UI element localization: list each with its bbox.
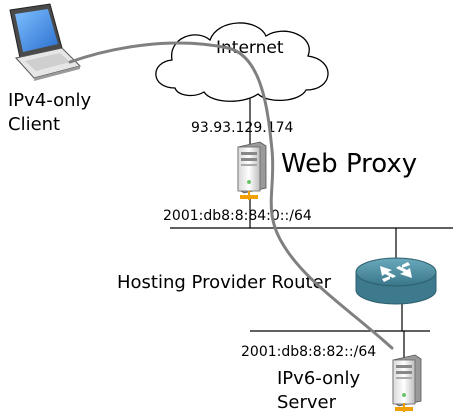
router-icon — [355, 257, 437, 305]
cloud-icon — [155, 22, 329, 102]
proxy-ipv4-address: 93.93.129.174 — [191, 120, 294, 136]
traffic-path — [68, 41, 394, 350]
proxy-label: Web Proxy — [281, 149, 417, 179]
server-label-line1: IPv6-only — [277, 368, 361, 389]
client-label-line1: IPv4-only — [8, 90, 92, 111]
server-subnet-label: 2001:db8:8:82::/64 — [241, 344, 376, 360]
laptop-icon — [9, 3, 81, 81]
proxy-subnet-label: 2001:db8:8:84:0::/64 — [163, 208, 312, 224]
router-label: Hosting Provider Router — [117, 272, 332, 293]
server-tower-icon — [237, 141, 267, 200]
server-tower-icon — [392, 354, 422, 412]
client-label-line2: Client — [8, 114, 60, 135]
server-label-line2: Server — [277, 392, 337, 413]
cloud-label: Internet — [216, 38, 284, 58]
